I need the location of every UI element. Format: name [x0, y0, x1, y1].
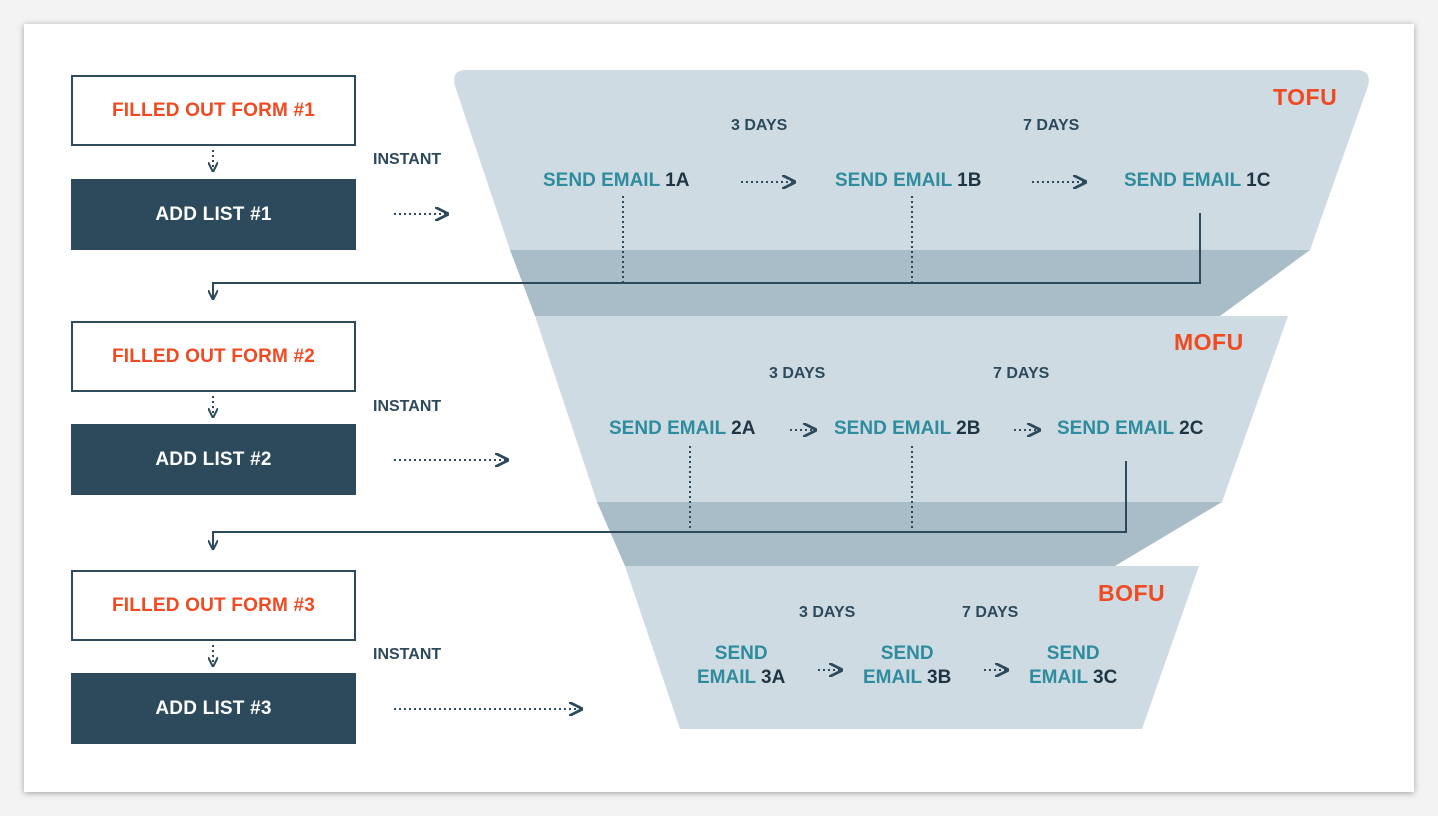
list-box-1: ADD LIST #1: [71, 179, 356, 250]
form-box-1: FILLED OUT FORM #1: [71, 75, 356, 146]
instant-label-3: INSTANT: [373, 646, 442, 663]
bofu-delay-2: 7 DAYS: [962, 604, 1019, 621]
email-2a: SEND EMAIL 2A: [609, 418, 756, 439]
mofu-section: [535, 316, 1288, 502]
stage-label-tofu: TOFU: [1273, 84, 1338, 110]
tofu-section: [454, 70, 1369, 250]
email-1a: SEND EMAIL 1A: [543, 170, 690, 191]
email-2b: SEND EMAIL 2B: [834, 418, 981, 439]
mofu-delay-1: 3 DAYS: [769, 365, 826, 382]
email-3a: SEND EMAIL 3A: [697, 643, 786, 688]
email-1b: SEND EMAIL 1B: [835, 170, 982, 191]
list-box-3: ADD LIST #3: [71, 673, 356, 744]
email-2c: SEND EMAIL 2C: [1057, 418, 1204, 439]
bofu-section: [625, 566, 1199, 729]
mofu-delay-2: 7 DAYS: [993, 365, 1050, 382]
list-box-2: ADD LIST #2: [71, 424, 356, 495]
tofu-delay-2: 7 DAYS: [1023, 117, 1080, 134]
email-3b: SEND EMAIL 3B: [863, 643, 952, 688]
stage-label-mofu: MOFU: [1174, 329, 1244, 355]
form-box-2: FILLED OUT FORM #2: [71, 321, 356, 392]
stage-label-bofu: BOFU: [1098, 580, 1166, 606]
bofu-delay-1: 3 DAYS: [799, 604, 856, 621]
instant-label-2: INSTANT: [373, 398, 442, 415]
tofu-delay-1: 3 DAYS: [731, 117, 788, 134]
form-box-3: FILLED OUT FORM #3: [71, 570, 356, 641]
instant-label-1: INSTANT: [373, 151, 442, 168]
mofu-bofu-connector: [597, 502, 1222, 566]
email-1c: SEND EMAIL 1C: [1124, 170, 1271, 191]
email-3c: SEND EMAIL 3C: [1029, 643, 1118, 688]
